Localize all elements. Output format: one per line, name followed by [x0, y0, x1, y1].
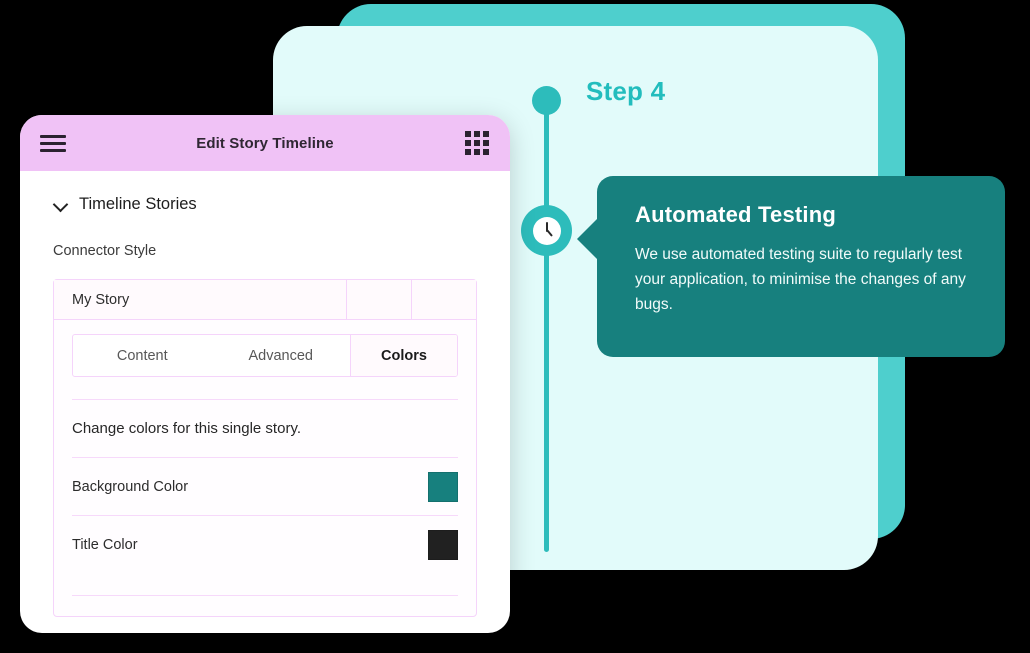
story-name: My Story	[54, 280, 347, 319]
section-timeline-stories[interactable]: Timeline Stories	[53, 195, 477, 214]
tooltip-arrow	[577, 218, 598, 260]
tab-content[interactable]: Content	[116, 347, 168, 364]
tooltip-body: We use automated testing suite to regula…	[635, 246, 966, 313]
title-color-label: Title Color	[72, 536, 138, 553]
row-title-color[interactable]: Title Color	[72, 515, 458, 573]
story-action-cell-1[interactable]	[347, 280, 412, 319]
chevron-down-icon	[53, 197, 68, 212]
background-color-swatch[interactable]	[428, 471, 458, 502]
connector-style-label: Connector Style	[53, 243, 157, 259]
divider-bottom	[72, 595, 458, 596]
panel-body: Timeline Stories Connector Style My Stor…	[20, 171, 510, 617]
timeline-step-marker[interactable]	[521, 205, 572, 256]
story-action-cell-2[interactable]	[412, 280, 476, 319]
tab-advanced[interactable]: Advanced	[248, 347, 314, 364]
panel-header: Edit Story Timeline	[20, 115, 510, 171]
divider	[72, 399, 458, 400]
story-detail: Content Advanced Colors Change colors fo…	[54, 320, 476, 616]
timeline-connector-line	[544, 97, 549, 552]
hamburger-icon[interactable]	[40, 134, 66, 152]
story-editor-box: My Story Content Advanced Colors Change …	[53, 279, 477, 617]
editor-panel: Edit Story Timeline Timeline Stories Con…	[20, 115, 510, 633]
background-color-label: Background Color	[72, 478, 189, 495]
title-color-swatch[interactable]	[428, 529, 458, 560]
story-row[interactable]: My Story	[54, 280, 476, 320]
story-tooltip-card: Automated Testing We use automated testi…	[577, 176, 1005, 357]
story-tabs: Content Advanced Colors	[72, 334, 458, 377]
step-label: Step 4	[586, 76, 666, 106]
story-description: Change colors for this single story.	[72, 420, 301, 437]
section-title: Timeline Stories	[79, 195, 197, 213]
tooltip-title: Automated Testing	[635, 202, 836, 227]
timeline-top-dot	[532, 86, 561, 115]
grid-icon[interactable]	[464, 130, 490, 156]
tab-colors[interactable]: Colors	[350, 335, 457, 376]
row-background-color[interactable]: Background Color	[72, 457, 458, 515]
clock-icon	[532, 216, 561, 245]
page-title: Edit Story Timeline	[196, 134, 334, 152]
